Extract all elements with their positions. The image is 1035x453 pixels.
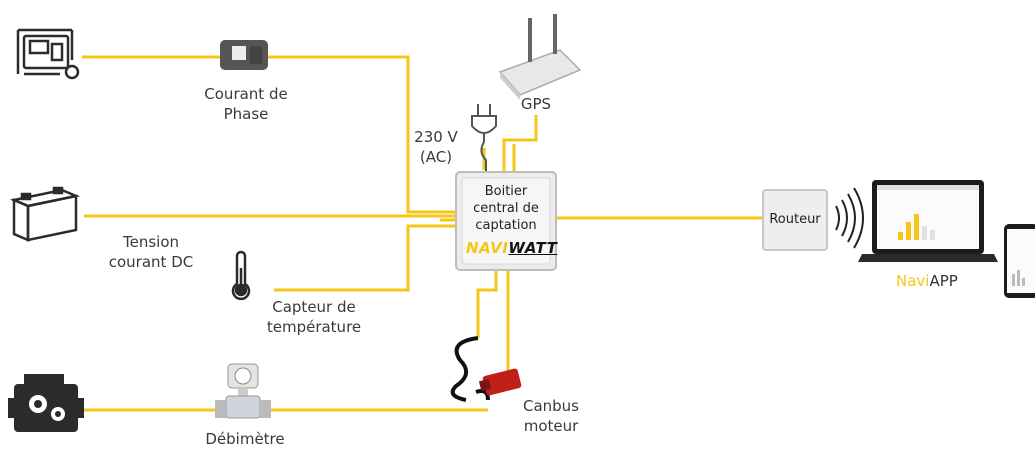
tension-line1: Tension <box>122 233 179 251</box>
engine-icon <box>8 374 84 432</box>
canbus-line1: Canbus <box>522 397 579 415</box>
thermometer-icon <box>231 250 251 301</box>
tension-label: Tension courant DC <box>96 232 206 272</box>
capteur-line2: température <box>266 318 362 336</box>
routeur-label: Routeur <box>769 212 821 227</box>
capteur-line1: Capteur de <box>272 298 356 316</box>
flowmeter-icon <box>215 363 271 419</box>
courant-phase-line1: Courant de <box>204 85 288 103</box>
canbus-line2: moteur <box>523 417 579 435</box>
capteur-label: Capteur de température <box>254 297 374 337</box>
battery-icon <box>9 186 81 242</box>
plug-icon <box>471 104 497 172</box>
naviwatt-logo-part1: NAVI <box>466 239 509 257</box>
naviwatt-logo: NAVIWATT <box>466 239 557 257</box>
tension-line2: courant DC <box>108 253 194 271</box>
line-canbus-a <box>476 270 498 338</box>
boitier-line2: central de <box>473 201 539 216</box>
connection-lines <box>82 55 763 412</box>
boitier-label: Boitier central de captation <box>458 183 554 234</box>
router-box-icon <box>762 189 828 251</box>
phase-clamp-icon <box>220 40 268 70</box>
voltage-line1: 230 V <box>414 128 458 146</box>
naviapp-part1: Navi <box>896 272 930 290</box>
phone-icon <box>1004 224 1035 298</box>
generator-icon <box>16 28 80 80</box>
gps-label: GPS <box>520 95 552 113</box>
voltage-label: 230 V (AC) <box>408 127 464 167</box>
naviapp-part2: APP <box>929 272 958 290</box>
gps-router-icon <box>498 14 582 100</box>
naviwatt-logo-part2: WATT <box>508 239 558 257</box>
boitier-line3: captation <box>475 218 537 233</box>
debimetre-label: Débimètre <box>205 430 285 448</box>
line-thermo <box>274 224 456 292</box>
line-gps <box>502 115 538 172</box>
central-box-icon <box>455 171 557 271</box>
courant-phase-line2: Phase <box>223 105 269 123</box>
line-generator <box>82 55 456 214</box>
wifi-icon <box>835 187 864 249</box>
boitier-line1: Boitier <box>484 184 528 199</box>
laptop-icon <box>858 180 998 262</box>
voltage-line2: (AC) <box>419 148 453 166</box>
canbus-label: Canbus moteur <box>514 396 588 436</box>
naviapp-label: NaviAPP <box>896 272 958 290</box>
courant-phase-label: Courant de Phase <box>196 84 296 124</box>
canbus-cable-icon <box>450 336 522 402</box>
